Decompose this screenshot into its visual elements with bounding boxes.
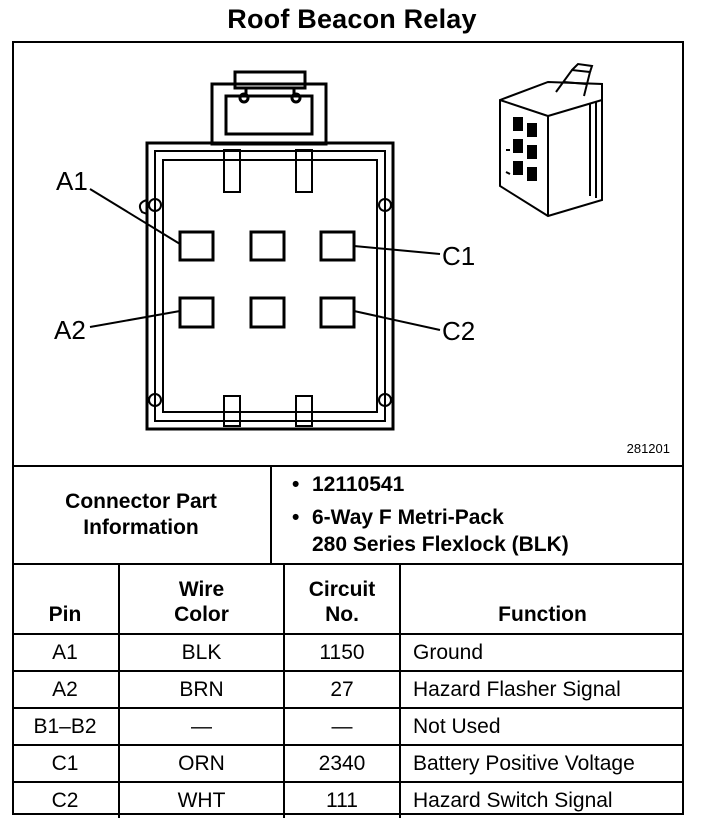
cavity-b2 [249, 296, 286, 329]
cell-function: Hazard Flasher Signal [399, 670, 684, 709]
cell-pin: C2 [12, 781, 120, 818]
cell-pin: A2 [12, 670, 120, 709]
connector-info-label: Connector Part Information [12, 467, 272, 563]
connector-diagram: A1 A2 C1 C2 [54, 62, 603, 431]
description-line: • 6-Way F Metri-Pack 280 Series Flexlock… [282, 504, 672, 558]
pin-label-a2: A2 [54, 315, 86, 345]
connector-3d-illustration [499, 62, 603, 218]
part-number-line: • 12110541 [282, 471, 672, 498]
cell-pin: A1 [12, 633, 120, 672]
connector-description-1: 6-Way F Metri-Pack [312, 506, 504, 529]
table-row: B1–B2 — — Not Used [12, 707, 684, 746]
cell-wire-color: WHT [118, 781, 285, 818]
pin-label-c1: C1 [442, 241, 475, 271]
cell-wire-color: BRN [118, 670, 285, 709]
cavity-a1 [178, 230, 215, 262]
cell-circuit: 27 [283, 670, 401, 709]
table-row: A1 BLK 1150 Ground [12, 633, 684, 672]
cell-circuit: 1150 [283, 633, 401, 672]
cell-function: Ground [399, 633, 684, 672]
cell-wire-color: — [118, 707, 285, 746]
diagram-title: Roof Beacon Relay [227, 4, 477, 34]
cell-wire-color: ORN [118, 744, 285, 783]
leader-lines [89, 188, 441, 331]
header-pin: Pin [12, 563, 120, 635]
pin-label-a1: A1 [56, 166, 88, 196]
cell-function: Battery Positive Voltage [399, 744, 684, 783]
connector-info-row: Connector Part Information • 12110541 • … [12, 465, 684, 565]
header-function: Function [399, 563, 684, 635]
table-row: A2 BRN 27 Hazard Flasher Signal [12, 670, 684, 709]
bullet: • [292, 506, 300, 529]
cell-function: Hazard Switch Signal [399, 781, 684, 818]
connector-body [138, 141, 395, 431]
figure-reference-number: 281201 [626, 441, 670, 456]
connector-latch [210, 70, 328, 146]
cavity-c1 [319, 230, 356, 262]
cell-wire-color: BLK [118, 633, 285, 672]
cell-function: Not Used [399, 707, 684, 746]
connector-description-2: 280 Series Flexlock (BLK) [312, 533, 569, 556]
connector-info-details: • 12110541 • 6-Way F Metri-Pack 280 Seri… [282, 471, 672, 558]
cell-circuit: 111 [283, 781, 401, 818]
cell-circuit: 2340 [283, 744, 401, 783]
bullet: • [292, 473, 300, 496]
pin-label-c2: C2 [442, 316, 475, 346]
pin-cavities [178, 230, 356, 329]
cell-circuit: — [283, 707, 401, 746]
table-row: C1 ORN 2340 Battery Positive Voltage [12, 744, 684, 783]
cavity-b1 [249, 230, 286, 262]
part-number: 12110541 [312, 473, 405, 496]
connector-info-label-line2: Information [83, 516, 199, 539]
cell-pin: C1 [12, 744, 120, 783]
cavity-c2 [319, 296, 356, 329]
table-row: C2 WHT 111 Hazard Switch Signal [12, 781, 684, 818]
cavity-a2 [178, 296, 215, 329]
connector-info-label-line1: Connector Part [65, 490, 217, 513]
cell-pin: B1–B2 [12, 707, 120, 746]
